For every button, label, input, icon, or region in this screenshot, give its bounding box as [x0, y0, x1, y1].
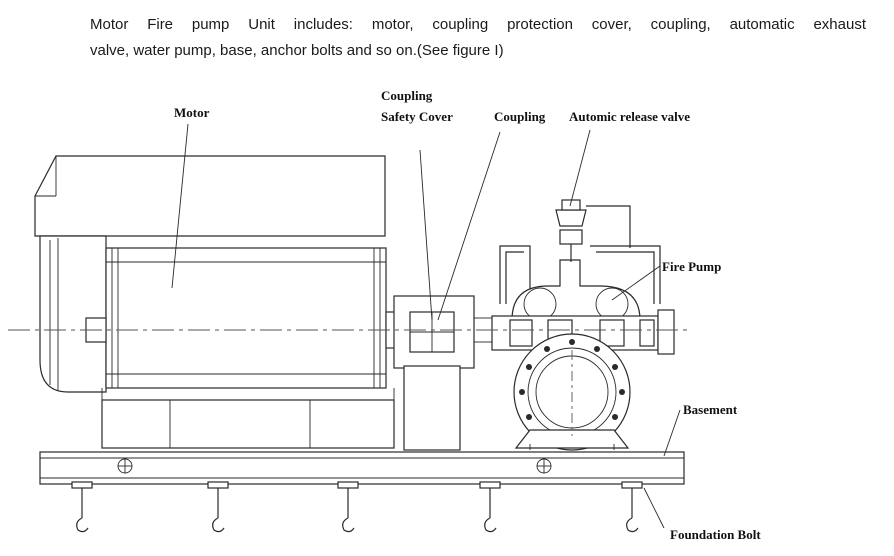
label-coupling-cover-line1: Coupling [381, 88, 433, 103]
label-release-valve: Automic release valve [569, 109, 690, 124]
label-basement: Basement [683, 402, 738, 417]
fire-pump-drawing [491, 199, 675, 451]
label-foundation-bolt: Foundation Bolt [670, 527, 761, 542]
coupling-cover-drawing [393, 295, 493, 451]
leader-motor [171, 123, 189, 289]
leader-fire-pump [611, 265, 661, 301]
leader-coupling-cover [419, 149, 433, 321]
intro-paragraph: Motor Fire pump Unit includes: motor, co… [90, 12, 866, 64]
motor-drawing [34, 155, 401, 449]
basement-drawing [39, 451, 685, 485]
label-coupling-cover-line2: Safety Cover [381, 109, 453, 124]
intro-line-1: Motor Fire pump Unit includes: motor, co… [90, 16, 866, 33]
foundation-bolt-2 [207, 481, 229, 533]
leader-basement [663, 409, 681, 457]
foundation-bolt-5 [621, 481, 643, 533]
foundation-bolt-3 [337, 481, 359, 533]
label-coupling: Coupling [494, 109, 546, 124]
label-fire-pump: Fire Pump [662, 259, 721, 274]
intro-line-2: valve, water pump, base, anchor bolts an… [90, 42, 504, 59]
leader-foundation-bolt [643, 487, 665, 529]
leader-coupling [437, 131, 501, 321]
foundation-bolt-4 [479, 481, 501, 533]
label-motor: Motor [174, 105, 210, 120]
foundation-bolts [71, 481, 643, 533]
leader-release-valve [569, 129, 591, 207]
foundation-bolt-1 [71, 481, 93, 533]
